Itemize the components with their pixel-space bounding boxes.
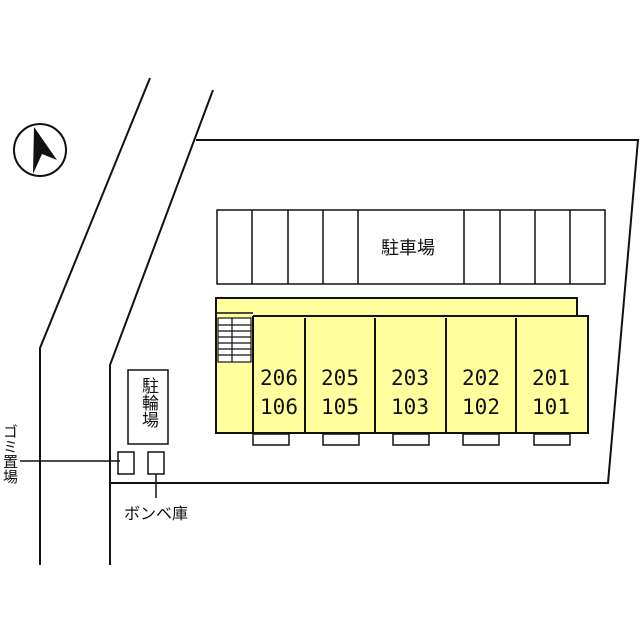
unit-boxes [252, 433, 571, 446]
unit-101: 101 [532, 395, 570, 419]
unit-102: 102 [462, 395, 500, 419]
bicycle-parking-label: 駐輪場 [138, 377, 158, 428]
unit-103: 103 [391, 395, 429, 419]
staircase [217, 317, 252, 363]
road-right-edge [109, 89, 214, 565]
apartment-building [215, 297, 589, 434]
unit-201: 201 [532, 366, 570, 390]
unit-105: 105 [321, 395, 359, 419]
parking-label-bg [372, 232, 450, 262]
gas-cylinder-label: ボンベ庫 [124, 504, 189, 523]
unit-202: 202 [462, 366, 500, 390]
parking-area [216, 209, 606, 285]
unit-203: 203 [391, 366, 429, 390]
gas-cylinder-box [147, 451, 165, 475]
unit-206: 206 [260, 366, 298, 390]
unit-106: 106 [260, 395, 298, 419]
lot-boundary [110, 139, 640, 484]
garbage-box [117, 451, 135, 475]
north-arrow-icon [13, 123, 67, 177]
garbage-label: ゴミ置場 [1, 424, 19, 484]
parking-label: 駐車場 [381, 238, 435, 259]
road-left-edge [39, 77, 151, 565]
bicycle-parking-box [127, 369, 169, 445]
unit-205: 205 [321, 366, 359, 390]
